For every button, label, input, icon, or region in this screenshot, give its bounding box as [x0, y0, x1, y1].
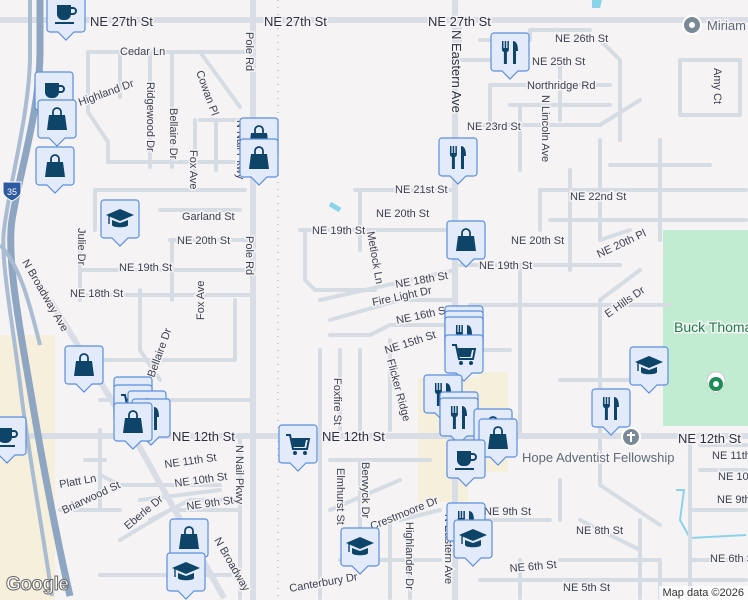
street-label: NE 8th St	[576, 525, 623, 537]
pond	[328, 201, 342, 213]
marker-pin	[438, 137, 478, 185]
markers	[0, 0, 669, 600]
street-label: N Nail Pkwy	[233, 445, 245, 505]
street-label: Cedar Ln	[120, 46, 165, 58]
marker-shopping[interactable]	[478, 418, 518, 466]
street-label: NE 25th St	[532, 56, 585, 68]
street-label: Ridgewood Dr	[144, 82, 156, 152]
street-label: Amy Ct	[711, 68, 723, 104]
street-label: NE 20th St	[376, 208, 429, 220]
street-label: Bellaire Dr	[146, 326, 175, 379]
church-label[interactable]: Hope Adventist Fellowship	[521, 449, 676, 467]
street-label: Fox Ave	[195, 280, 207, 320]
marker-restaurant[interactable]	[591, 388, 631, 436]
street-label: NE 23rd St	[467, 121, 521, 133]
street-label: Berwyck Dr	[359, 462, 371, 519]
street-label: Fox Ave	[187, 150, 199, 190]
street-label: NE 27th St	[90, 14, 153, 29]
park-area	[663, 230, 748, 426]
street-label: Elmhurst St	[334, 468, 346, 525]
street-label: NE 10th St	[718, 471, 748, 483]
marker-shopping[interactable]	[37, 99, 77, 147]
pond	[592, 0, 602, 8]
street-label: NE 12th St	[322, 429, 385, 444]
street-label: Highland Dr	[77, 78, 136, 109]
street-label: NE 19th St	[479, 260, 532, 272]
street-label: NE 27th St	[264, 14, 327, 29]
street-label: Pole Rd	[243, 32, 255, 71]
google-logo: Google	[5, 574, 69, 596]
marker-school[interactable]	[340, 527, 380, 575]
street-label: NE 19th St	[312, 225, 365, 237]
street-label: N Eastern Ave	[449, 30, 464, 113]
marker-school[interactable]	[100, 199, 140, 247]
street-label: N Lincoln Ave	[539, 95, 551, 162]
street-label: Highlander Dr	[403, 522, 415, 590]
street-label: NE 12th St	[678, 431, 741, 446]
street-label: Bellaire Dr	[167, 108, 179, 160]
marker-school[interactable]	[629, 346, 669, 394]
marker-grocery[interactable]	[444, 334, 484, 382]
marker-school[interactable]	[166, 552, 206, 600]
street-label: NE 9th St	[717, 494, 748, 506]
street-label: Northridge Rd	[527, 80, 595, 92]
street-label: Platt Ln	[58, 473, 97, 491]
street-label: NE 9th St	[484, 506, 531, 518]
street-label: NE 27th St	[428, 14, 491, 29]
street-label: NE 12th St	[172, 429, 235, 444]
marker-shopping[interactable]	[64, 345, 104, 393]
street-label: Garland St	[182, 211, 235, 223]
marker-restaurant[interactable]	[490, 32, 530, 80]
street-label: NE 6th St	[710, 553, 748, 565]
street-label: NE 20th St	[177, 235, 230, 247]
church-pin[interactable]	[621, 427, 641, 447]
marker-shopping[interactable]	[239, 138, 279, 186]
interstate-35	[0, 0, 74, 597]
marker-shopping[interactable]	[35, 146, 75, 194]
map-attribution[interactable]: Map data ©2026	[658, 586, 748, 600]
street-label: NE 26th St	[555, 33, 608, 45]
street-label: NE 21st St	[395, 184, 448, 196]
marker-coffee[interactable]	[446, 439, 486, 487]
marker-restaurant[interactable]	[438, 137, 478, 185]
marker-grocery[interactable]	[278, 424, 318, 472]
street-label: NE 6th St	[509, 559, 557, 575]
street-label: NE 18th St	[70, 288, 123, 300]
marker-school[interactable]	[453, 519, 493, 567]
street-label: NE 10th St	[174, 471, 228, 490]
street-label: NE 15th St	[383, 329, 437, 357]
svg-text:35: 35	[7, 187, 17, 197]
place-labels: Buck Thomas Park Hope Adventist Fellowsh…	[521, 15, 748, 467]
creek	[676, 489, 747, 540]
street-label: E Hills Dr	[603, 284, 648, 320]
marker-pin	[490, 32, 530, 80]
school-label[interactable]: Miriam Childcare	[706, 17, 748, 35]
street-label: Canterbury Dr	[288, 571, 358, 595]
street-label: NE 5th St	[563, 582, 610, 594]
park-pin[interactable]	[706, 371, 726, 395]
street-label: NE 19th St	[119, 262, 172, 274]
park-label[interactable]: Buck Thomas Park	[673, 318, 748, 337]
marker-shopping[interactable]	[113, 402, 153, 450]
marker-pin	[591, 388, 631, 436]
marker-shopping[interactable]	[446, 220, 486, 268]
marker-coffee[interactable]	[0, 416, 27, 464]
street-label: Foxfire St	[331, 378, 343, 425]
street-label: NE 22nd St	[570, 191, 626, 203]
school-pin[interactable]	[682, 15, 702, 35]
interstate-shield: 35	[2, 181, 22, 202]
street-label: NE 11th St	[712, 450, 748, 462]
street-label: Pole Rd	[243, 236, 255, 275]
street-label: Metlock Ln	[364, 230, 385, 284]
street-label: Julie Dr	[75, 228, 87, 266]
street-label: NE 20th St	[511, 235, 564, 247]
marker-coffee[interactable]	[46, 0, 86, 41]
street-label: NE 11th St	[164, 452, 218, 471]
